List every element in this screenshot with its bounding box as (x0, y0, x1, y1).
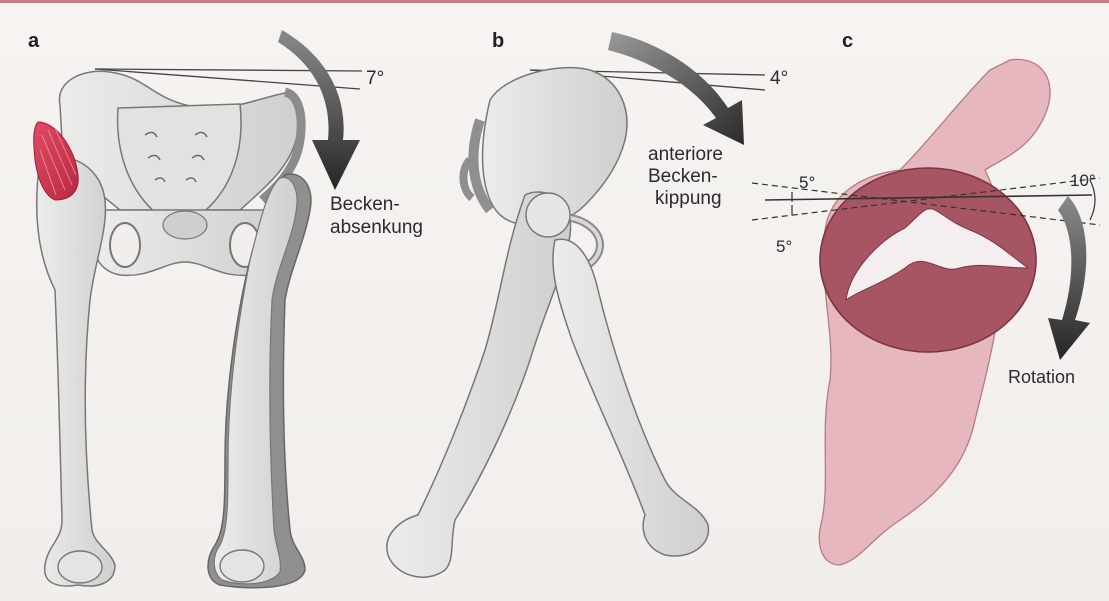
obturator-foramen-left (110, 223, 140, 267)
anterior-tilt-arrow (608, 32, 744, 145)
panel-c-angle-top: 5° (799, 172, 815, 194)
panel-b-angle-label: 4° (770, 68, 788, 90)
panel-b-pelvis-lateral (387, 32, 765, 577)
panel-label-b: b (492, 30, 504, 53)
panel-a-pelvis (34, 30, 362, 588)
panel-b-caption-line3: kippung (655, 188, 722, 210)
panel-label-a: a (28, 30, 39, 53)
panel-c-angle-right: 10° (1070, 170, 1096, 192)
panel-c-cross-section (752, 59, 1100, 565)
panel-b-caption-line2: Becken- (648, 166, 718, 188)
panel-a-caption-line2: absenkung (330, 217, 423, 239)
femur-back (553, 239, 709, 556)
panel-label-c: c (842, 30, 853, 53)
rotation-arrow (1048, 196, 1090, 360)
left-femur (37, 156, 115, 586)
panel-c-angle-bottom: 5° (776, 236, 792, 258)
panel-b-caption-line1: anteriore (648, 144, 723, 166)
panel-c-caption: Rotation (1008, 366, 1075, 388)
panel-a-angle-label: 7° (366, 68, 384, 90)
femur-front (387, 192, 571, 577)
panel-a-caption-line1: Becken- (330, 194, 400, 216)
